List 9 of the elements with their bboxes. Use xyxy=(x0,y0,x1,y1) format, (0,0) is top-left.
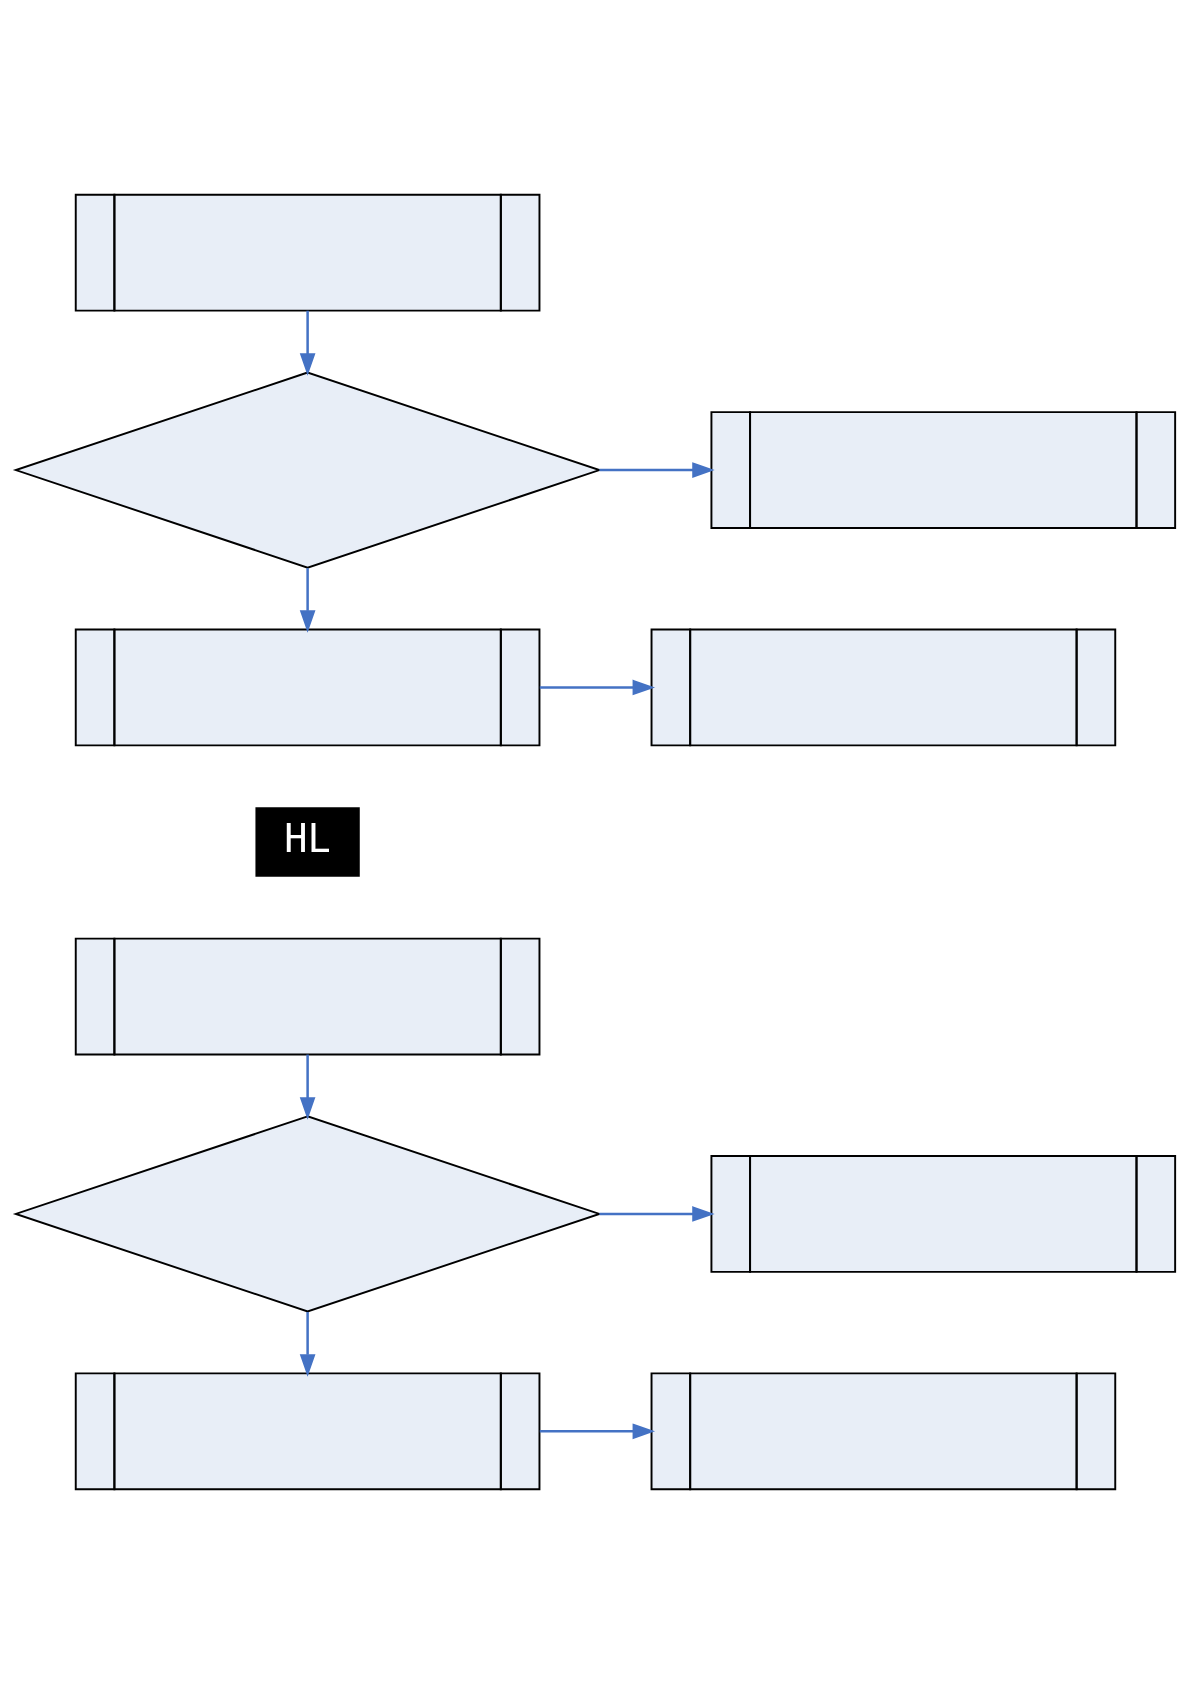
arrow xyxy=(599,462,715,478)
arrow xyxy=(299,1312,316,1377)
arrow xyxy=(299,568,316,633)
arrow xyxy=(599,1206,715,1222)
arrow xyxy=(299,1054,316,1120)
label: HL xyxy=(284,815,331,861)
arrow xyxy=(299,310,316,376)
arrow xyxy=(539,679,655,696)
arrow xyxy=(539,1423,655,1440)
